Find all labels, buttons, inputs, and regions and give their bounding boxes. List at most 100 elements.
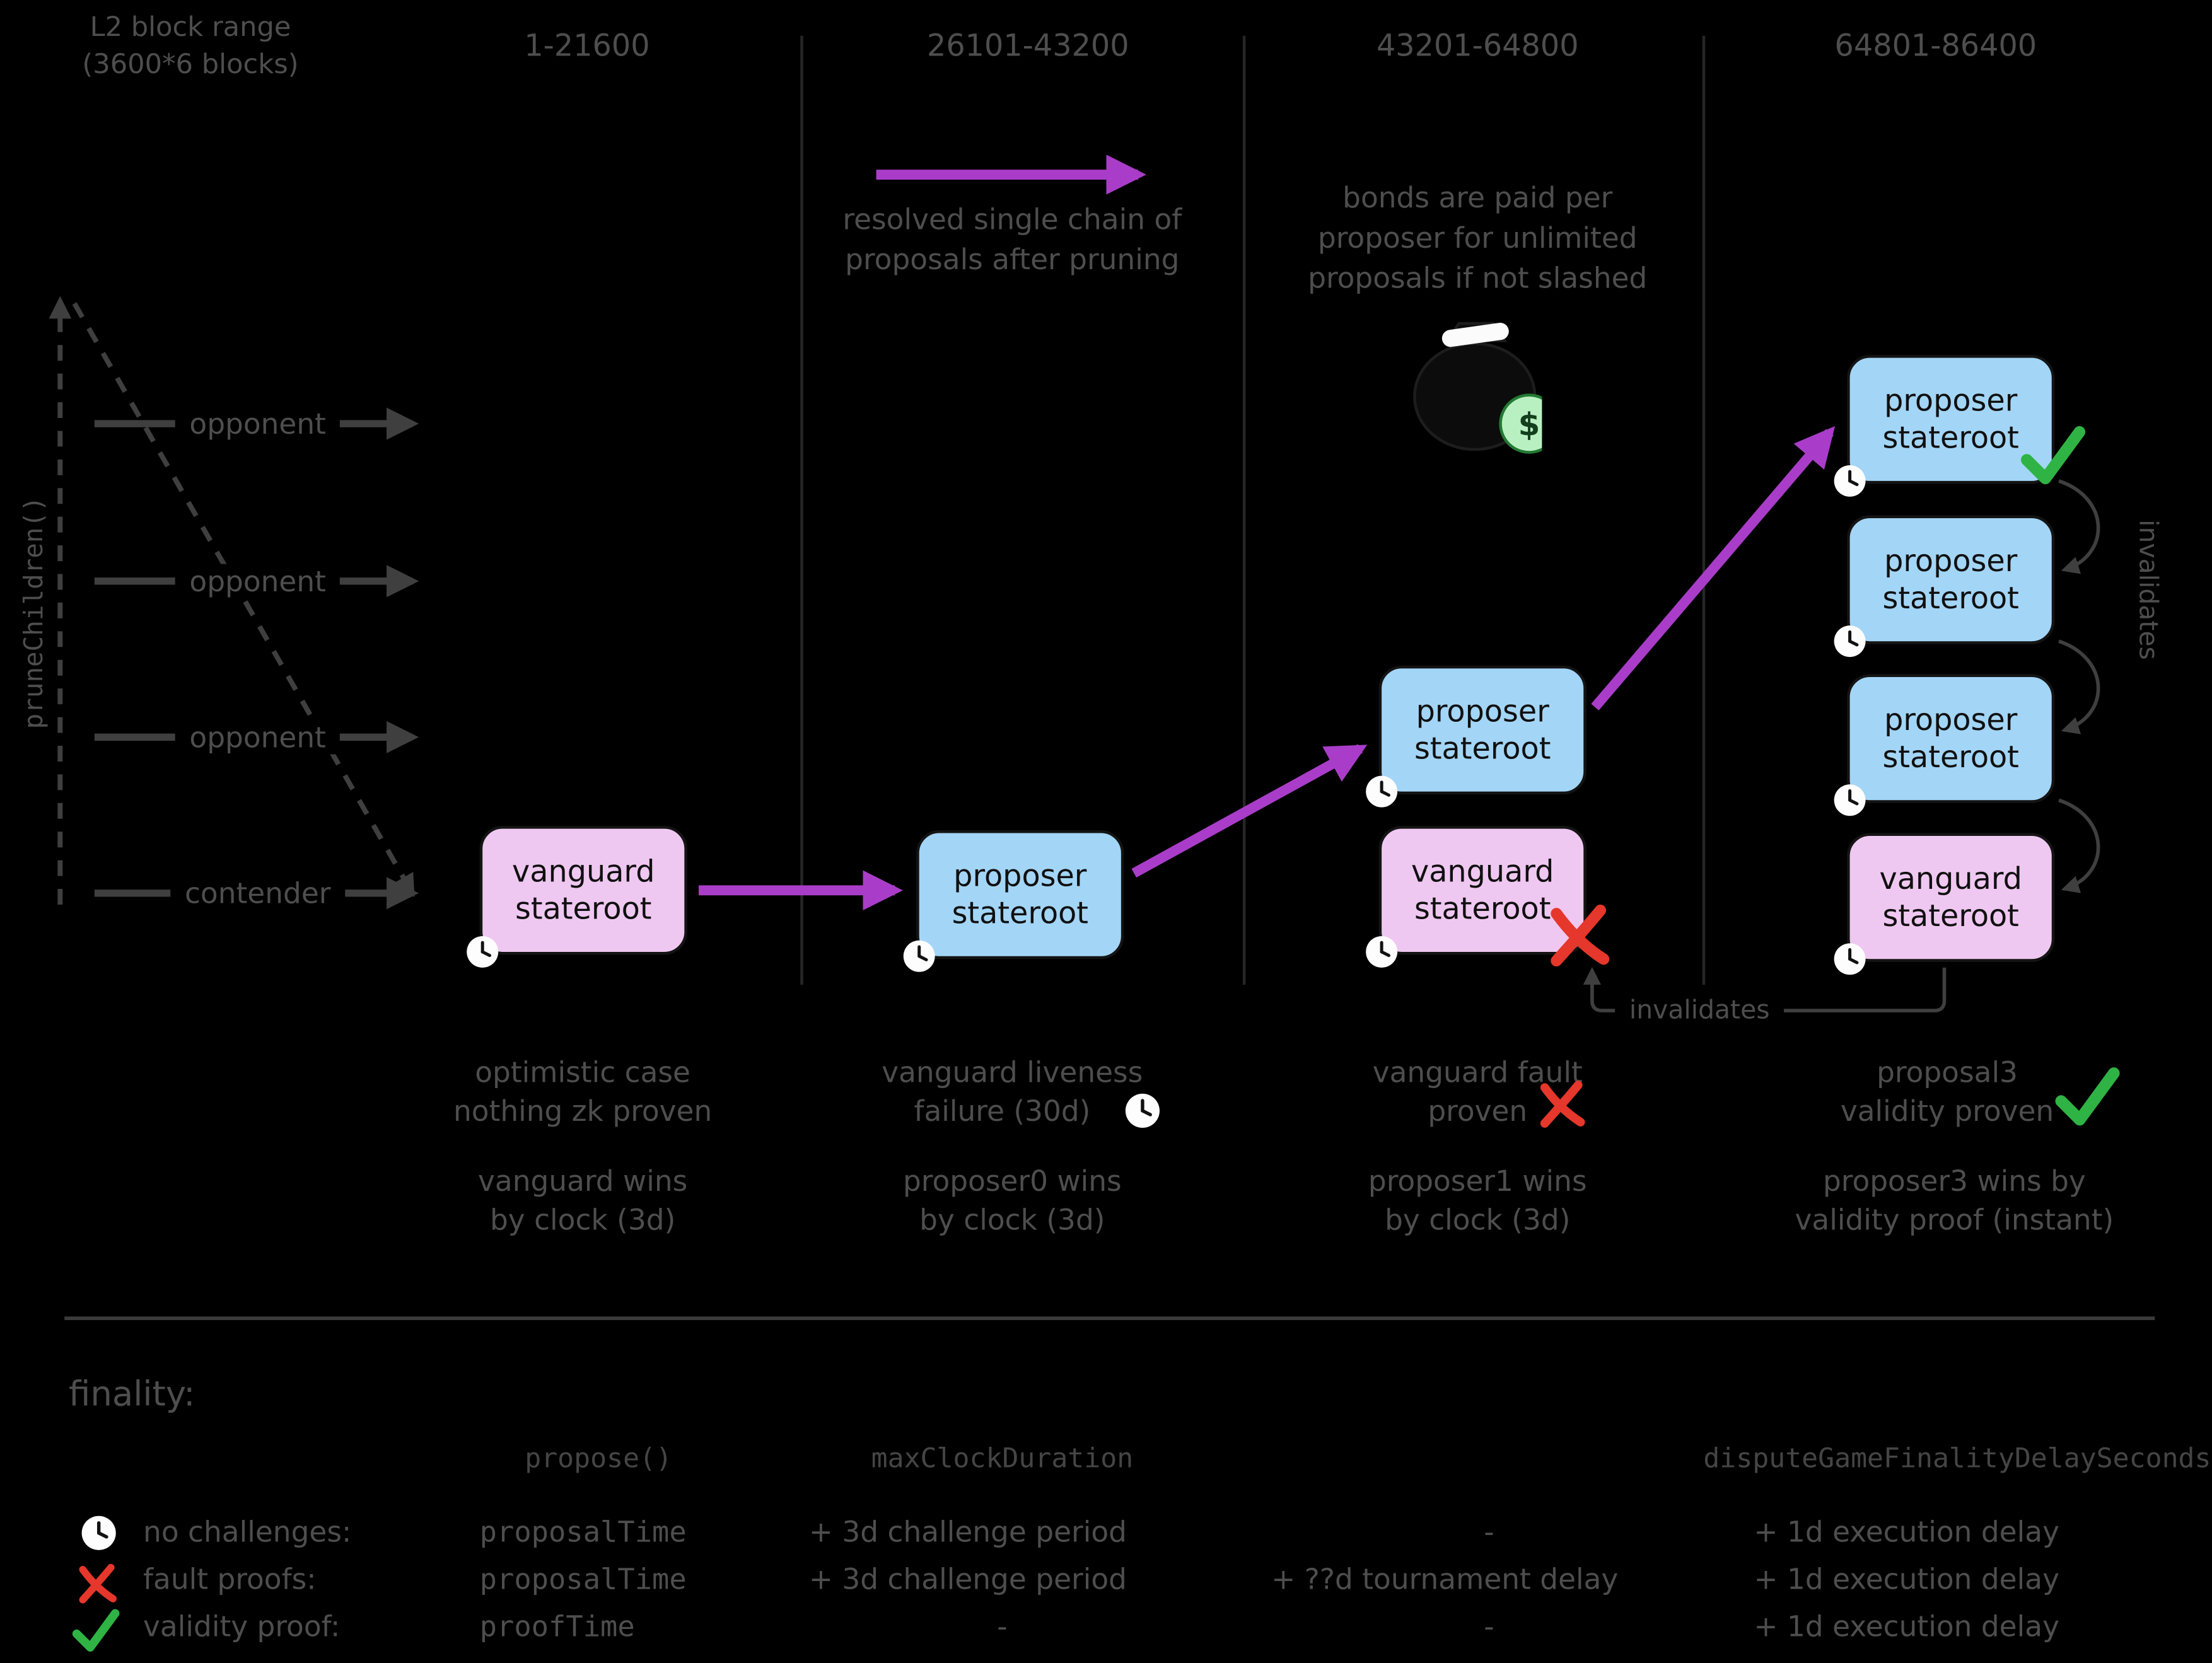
red-x-icon: [1535, 1076, 1589, 1130]
red-x-icon: [74, 1560, 120, 1606]
result-col3-line2: by clock (3d): [1385, 1202, 1571, 1237]
finality-row3-label: validity proof:: [143, 1609, 341, 1643]
finality-row1-propose: proposalTime: [479, 1514, 687, 1549]
box-label-line1: vanguard: [512, 854, 655, 889]
clock-icon: [1365, 774, 1399, 808]
finality-row3-maxclock: -: [997, 1609, 1008, 1643]
chain-arrow-3: [1591, 426, 1836, 710]
range-label-line1: L2 block range: [90, 11, 291, 43]
caption-col4-line2: validity proven: [1840, 1093, 2054, 1128]
box-label-line1: proposer: [1416, 694, 1549, 729]
invalidates-bottom-label: invalidates: [1615, 995, 1784, 1026]
prune-children-label: pruneChildren(): [19, 496, 50, 729]
proposer-stateroot-box-col4-2: proposer stateroot: [1834, 515, 2055, 658]
clock-icon: [1832, 783, 1866, 817]
bonds-note-line1: bonds are paid per: [1342, 180, 1613, 215]
column-header-2: 26101-43200: [927, 28, 1129, 63]
finality-row3-tournament: -: [1484, 1609, 1494, 1643]
vanguard-stateroot-box-col3: vanguard stateroot: [1366, 826, 1586, 968]
result-col1-line2: by clock (3d): [489, 1202, 676, 1237]
finality-row1-tournament: -: [1484, 1514, 1494, 1549]
box-label-line1: vanguard: [1879, 861, 2022, 896]
proposer-stateroot-box-col2: proposer stateroot: [903, 830, 1124, 972]
finality-title: finality:: [68, 1374, 195, 1415]
finality-row2-label: fault proofs:: [143, 1562, 317, 1596]
proposer-stateroot-box-col4-3: proposer stateroot: [1834, 674, 2055, 816]
finality-header-maxclock: maxClockDuration: [871, 1442, 1134, 1475]
green-check-icon: [2016, 418, 2090, 492]
column-header-4: 64801-86400: [1834, 28, 2037, 63]
clock-icon: [80, 1514, 117, 1551]
box-label-line1: vanguard: [1411, 854, 1554, 889]
column-header-1: 1-21600: [524, 28, 650, 63]
box-label-line1: proposer: [953, 859, 1087, 893]
invalidates-curve-1: [2058, 479, 2100, 574]
result-col1-line1: vanguard wins: [478, 1163, 688, 1198]
contender-label: contender: [170, 876, 346, 911]
opponent-label-3: opponent: [175, 720, 341, 755]
finality-row2-maxclock: + 3d challenge period: [808, 1562, 1127, 1596]
box-label-line2: stateroot: [1882, 420, 2019, 456]
bonds-note-line2: proposer for unlimited: [1317, 220, 1638, 255]
box-label-line1: proposer: [1884, 383, 2018, 419]
box-label-line2: stateroot: [952, 896, 1089, 930]
box-label-line2: stateroot: [1882, 739, 2019, 775]
chain-arrow-2: [1131, 744, 1368, 878]
box-label-line2: stateroot: [1414, 891, 1551, 927]
vanguard-stateroot-box-col4: vanguard stateroot: [1834, 833, 2055, 975]
finality-row1-maxclock: + 3d challenge period: [808, 1514, 1127, 1549]
invalidates-curve-2: [2058, 639, 2100, 734]
box-label-line2: stateroot: [1414, 731, 1551, 766]
dollar-sign: $: [1518, 406, 1540, 443]
resolved-note-line2: proposals after pruning: [845, 241, 1180, 277]
green-check-icon: [2050, 1059, 2124, 1133]
result-col2-line2: by clock (3d): [919, 1202, 1105, 1237]
box-label-line2: stateroot: [515, 891, 652, 927]
finality-row3-delay: + 1d execution delay: [1754, 1609, 2059, 1643]
bonds-note-line3: proposals if not slashed: [1308, 260, 1648, 295]
resolved-note-line1: resolved single chain of: [842, 202, 1182, 236]
opponent-label-1: opponent: [175, 406, 341, 441]
clock-icon: [1832, 464, 1866, 498]
invalidates-curve-3: [2058, 798, 2100, 893]
caption-col1-line2: nothing zk proven: [453, 1093, 713, 1128]
finality-row1-label: no challenges:: [143, 1514, 352, 1549]
caption-col3-line1: vanguard fault: [1372, 1055, 1583, 1089]
proposer-stateroot-box-col4-1: proposer stateroot: [1834, 355, 2055, 497]
clock-icon: [902, 939, 936, 973]
vanguard-stateroot-box-col1: vanguard stateroot: [467, 826, 687, 968]
finality-row2-tournament: + ??d tournament delay: [1271, 1562, 1619, 1596]
column-header-3: 43201-64800: [1376, 28, 1579, 63]
finality-row3-propose: proofTime: [479, 1609, 635, 1643]
finality-row2-propose: proposalTime: [479, 1562, 687, 1596]
caption-col2-line1: vanguard liveness: [882, 1055, 1143, 1089]
caption-col2-line2: failure (30d): [914, 1093, 1091, 1128]
range-label-line2: (3600*6 blocks): [82, 49, 299, 81]
clock-icon: [1124, 1092, 1161, 1129]
result-col4-line1: proposer3 wins by: [1822, 1163, 2086, 1198]
result-col4-line2: validity proof (instant): [1795, 1202, 2114, 1237]
proposer-stateroot-box-col3: proposer stateroot: [1366, 665, 1586, 808]
opponent-label-2: opponent: [175, 564, 341, 599]
clock-icon: [1365, 935, 1399, 969]
box-label-line2: stateroot: [1882, 898, 2019, 934]
finality-header-finality-delay: disputeGameFinalityDelaySeconds: [1703, 1442, 2211, 1475]
box-label-line1: proposer: [1884, 702, 2018, 738]
finality-header-propose: propose(): [525, 1442, 672, 1475]
clock-icon: [465, 935, 499, 969]
invalidates-vertical-label: invalidates: [2133, 519, 2163, 660]
caption-col3-line2: proven: [1428, 1093, 1528, 1128]
red-x-icon: [1544, 899, 1615, 971]
box-label-line2: stateroot: [1882, 581, 2019, 616]
clock-icon: [1832, 942, 1866, 976]
caption-col1-line1: optimistic case: [475, 1055, 691, 1089]
green-check-icon: [69, 1603, 123, 1657]
box-label-line1: proposer: [1884, 543, 2018, 579]
finality-row1-delay: + 1d execution delay: [1754, 1514, 2059, 1549]
clock-icon: [1832, 624, 1866, 658]
caption-col4-line1: proposal3: [1877, 1055, 2018, 1089]
money-bag-icon: $: [1411, 298, 1559, 461]
result-col2-line1: proposer0 wins: [902, 1163, 1122, 1198]
finality-row2-delay: + 1d execution delay: [1754, 1562, 2059, 1596]
